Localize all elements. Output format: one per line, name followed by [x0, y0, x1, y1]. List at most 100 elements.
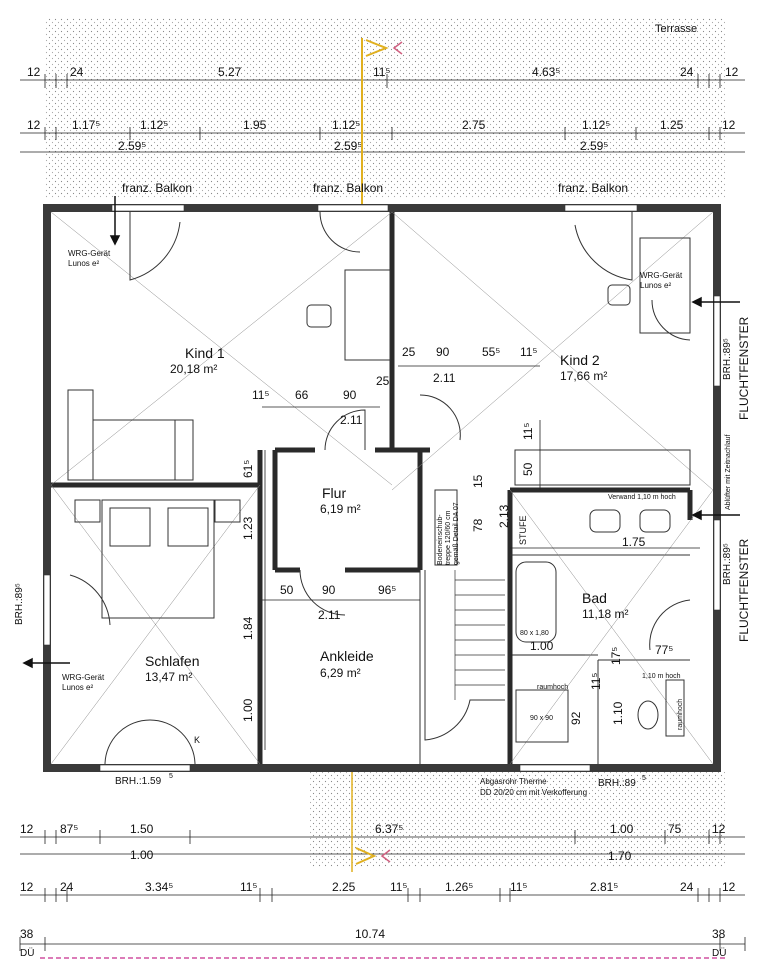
dim-78: 78: [471, 518, 485, 532]
wrg3-line2: Lunos e²: [62, 683, 93, 692]
dim-213: 2.13: [497, 504, 511, 528]
dim-top-r3-0: 2.59⁵: [118, 139, 146, 153]
dim-bot-r4-2: 38: [712, 927, 726, 941]
room-schlafen-area: 13,47 m²: [145, 670, 192, 684]
inner-walls: [51, 212, 693, 764]
brh-left: BRH.:89⁵: [14, 583, 25, 625]
dim-bot-r1-2: 1.50: [130, 822, 154, 836]
dim-bot-r3-2: 3.34⁵: [145, 880, 173, 894]
inner-dimension-lines: [262, 365, 700, 750]
room-bad-name: Bad: [582, 590, 607, 606]
dim-90c: 90: [322, 583, 336, 597]
wc-raumhoch-label: raumhoch: [677, 699, 684, 730]
dim-bot-r2-1: 1.70: [608, 849, 632, 863]
balcony-label-1: franz. Balkon: [122, 181, 192, 195]
dim-bot-r2-0: 1.00: [130, 848, 154, 862]
dim-top-r3-1: 2.59⁵: [334, 139, 362, 153]
wrg3-line1: WRG-Gerät: [62, 673, 105, 682]
dim-11c: 11⁵: [521, 423, 535, 440]
dim-25a: 25: [402, 345, 416, 359]
bath-label: 80 x 1,80: [520, 630, 549, 637]
dim-top-r1-3: 11⁵: [373, 65, 390, 79]
dim-top-r1-0: 12: [27, 65, 41, 79]
dim-17: 17⁵: [609, 647, 623, 665]
dim-bot-r3-6: 1.26⁵: [445, 880, 473, 894]
dim-bot-r1-6: 12: [712, 822, 726, 836]
dim-50b: 50: [521, 462, 535, 476]
balcony-label-3: franz. Balkon: [558, 181, 628, 195]
dim-90b: 90: [343, 388, 357, 402]
verwand-label: Verwand 1,10 m hoch: [608, 494, 676, 501]
terrace-label: Terrasse: [655, 23, 697, 35]
dim-bot-r3-0: 12: [20, 880, 34, 894]
abluefter-label: Ablüfter mit Zeitnachlauf: [725, 434, 732, 510]
dim-bot-r1-1: 87⁵: [60, 822, 78, 836]
k-marker: K: [194, 735, 200, 745]
dim-top-r2-2: 1.12⁵: [140, 118, 168, 132]
dim-66: 66: [295, 388, 309, 402]
dim-top-r3-2: 2.59⁵: [580, 139, 608, 153]
abgas-note-2: DD 20/20 cm mit Verkofferung: [480, 788, 587, 797]
terrace-area: [45, 18, 725, 198]
stair-note-1: Bodeneinschub-: [437, 514, 444, 565]
dim-55: 55⁵: [482, 345, 500, 359]
vent-arrows: [22, 196, 740, 669]
dim-92: 92: [569, 711, 583, 725]
dim-bot-r3-1: 24: [60, 880, 74, 894]
abgas-note-1: Abgasrohr Therme: [480, 777, 547, 786]
dim-top-r1-6: 12: [725, 65, 739, 79]
dim-110: 1.10: [611, 701, 625, 725]
wrg1-line2: Lunos e²: [68, 259, 99, 268]
dim-top-r2-3: 1.95: [243, 118, 267, 132]
dim-top-r1-5: 24: [680, 65, 694, 79]
dim-top-r1-2: 5.27: [218, 65, 242, 79]
bottom-dimensions: 12 87⁵ 1.50 6.37⁵ 1.00 75 12 1.00 1.70 1…: [19, 822, 746, 959]
room-ankleide-name: Ankleide: [320, 648, 374, 664]
dim-bot-r3-3: 11⁵: [240, 880, 257, 894]
dim-bot-r1-3: 6.37⁵: [375, 822, 403, 836]
room-ankleide-area: 6,29 m²: [320, 666, 361, 680]
brh-bottom-1: BRH.:1.59: [115, 776, 162, 787]
dim-211a: 2.11: [433, 371, 456, 385]
dim-11b: 11⁵: [252, 388, 269, 402]
raumhoch-label: raumhoch: [537, 684, 568, 691]
dim-top-r1-4: 4.63⁵: [532, 65, 560, 79]
diagonal-lines: [50, 211, 714, 765]
stair-note-2: treppe 120/60 cm: [445, 510, 452, 565]
brh-bottom-1-sup: 5: [169, 773, 173, 780]
dim-15: 15: [471, 474, 485, 488]
furniture: [67, 237, 691, 743]
dim-bot-r1-0: 12: [20, 822, 34, 836]
dim-100b: 1.00: [530, 639, 554, 653]
dim-11d: 11⁵: [589, 673, 603, 690]
fluchtfenster-label-1: FLUCHTFENSTER: [737, 316, 751, 420]
stufe-label: STUFE: [518, 515, 528, 545]
room-schlafen-name: Schlafen: [145, 653, 199, 669]
shower-label: 90 x 90: [530, 715, 553, 722]
dim-bot-r1-4: 1.00: [610, 822, 634, 836]
dim-100a: 1.00: [241, 698, 255, 722]
dim-top-r2-5: 2.75: [462, 118, 486, 132]
dim-top-r1-1: 24: [70, 65, 84, 79]
dim-top-r2-1: 1.17⁵: [72, 118, 100, 132]
balcony-label-2: franz. Balkon: [313, 181, 383, 195]
du-right: DÜ: [712, 947, 726, 959]
room-kind2-area: 17,66 m²: [560, 369, 607, 383]
room-bad-area: 11,18 m²: [582, 607, 628, 621]
dim-211b: 2.11: [340, 413, 363, 427]
top-dimensions: 12 24 5.27 11⁵ 4.63⁵ 24 12 12 1.17⁵ 1.12…: [20, 65, 745, 153]
lower-dotted-area: [310, 772, 725, 867]
dim-bot-r3-7: 11⁵: [510, 880, 527, 894]
dim-50a: 50: [280, 583, 294, 597]
dim-bot-r1-5: 75: [668, 822, 682, 836]
dim-bot-r3-8: 2.81⁵: [590, 880, 618, 894]
wrg1-line1: WRG-Gerät: [68, 249, 111, 258]
room-kind1-area: 20,18 m²: [170, 362, 217, 376]
room-flur-name: Flur: [322, 485, 346, 501]
section-marker-bottom: [351, 772, 391, 872]
doors: [69, 211, 691, 765]
dim-96: 96⁵: [378, 583, 396, 597]
stair-note-3: gemäß Detail DA 07: [453, 502, 460, 565]
dim-bot-r3-4: 2.25: [332, 880, 356, 894]
